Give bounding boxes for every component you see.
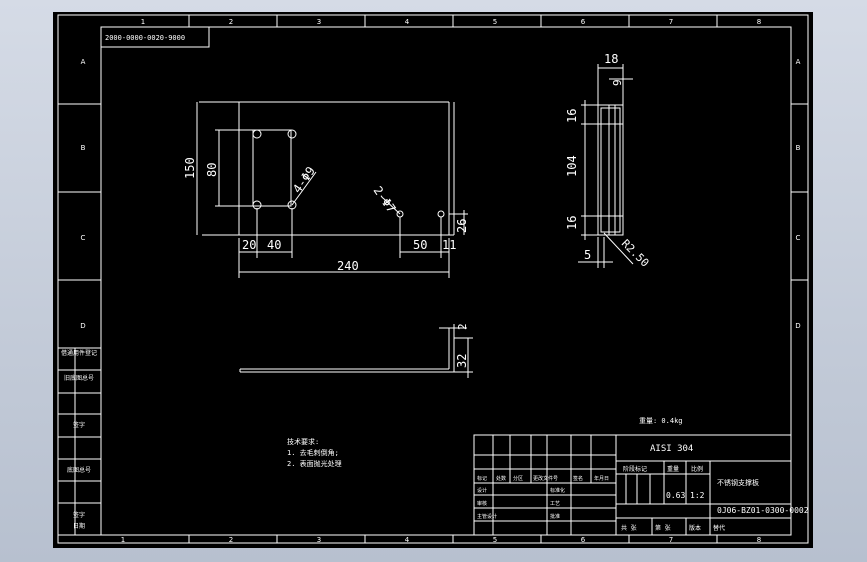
sheet-total: 共 张 [621, 524, 637, 532]
col-1-bottom: 1 [121, 536, 125, 544]
weight-note: 重量: 0.4kg [639, 417, 683, 425]
rev-header-1: 标记 [477, 475, 487, 482]
row-d-right: D [795, 322, 800, 330]
row-d: D [80, 322, 85, 330]
col-7: 7 [669, 18, 673, 26]
side-view: 18 9 16 104 16 5 R2.50 [565, 52, 651, 270]
row-b: B [81, 144, 86, 152]
row-b-right: B [796, 144, 801, 152]
dim-2: 2 [456, 323, 469, 330]
row-c-right: C [796, 234, 801, 242]
hole [252, 129, 262, 139]
zone-dividers [58, 15, 808, 543]
material: AISI 304 [650, 444, 693, 454]
hole [287, 129, 297, 139]
scale-value: 1:2 [690, 491, 705, 500]
col-3: 3 [317, 18, 321, 26]
dim-16-bottom: 16 [565, 216, 579, 230]
title-block-text: AISI 304 不锈钢支撑板 0J06-BZ01-0300-0002 0.63… [477, 444, 809, 532]
dim-104: 104 [565, 155, 579, 177]
col-7-bottom: 7 [669, 536, 673, 544]
col-6-bottom: 6 [581, 536, 586, 544]
col-5: 5 [493, 18, 497, 26]
notes-title: 技术要求: [287, 437, 319, 446]
dim-16-top: 16 [565, 109, 579, 123]
sign-row-mid-3: 批准 [550, 513, 560, 520]
rev-header-3: 分区 [513, 475, 523, 482]
col-1: 1 [141, 18, 145, 26]
row-labels: A B C D A B C D [80, 58, 800, 330]
dim-4-holes: 4-Φ9 [290, 164, 318, 196]
dim-11: 11 [442, 238, 456, 252]
sign-row-mid-1: 标准化 [550, 487, 565, 494]
drawing-sheet: 1 2 3 4 5 6 7 8 1 2 3 4 5 6 7 8 A B C D … [53, 12, 813, 548]
col-5-bottom: 5 [493, 536, 497, 544]
sign-row-2: 审核 [477, 500, 487, 507]
info-header-stage: 阶段标记 [623, 465, 647, 473]
col-6: 6 [581, 18, 586, 26]
col-4: 4 [405, 18, 410, 26]
rev-header-2: 处数 [496, 475, 506, 482]
dim-r250: R2.50 [619, 237, 652, 270]
dim-80: 80 [205, 163, 219, 177]
sign-row-mid-2: 工艺 [550, 501, 560, 507]
drawing-number: 0J06-BZ01-0300-0002 [717, 506, 809, 515]
sheet-number: 第 张 [655, 524, 671, 532]
strip-label-9: 日期 [73, 522, 85, 530]
slot-outline [252, 129, 292, 207]
rev-header-5: 签名 [573, 475, 583, 482]
dim-20: 20 [242, 238, 256, 252]
dim-2-holes: 2-Φ7 [371, 184, 399, 216]
col-2-bottom: 2 [229, 536, 233, 544]
info-header-weight: 重量 [667, 465, 679, 473]
sign-row-1: 设计 [477, 487, 487, 494]
col-2: 2 [229, 18, 233, 26]
strip-label-2: 旧底图总号 [64, 374, 94, 382]
row-a: A [81, 58, 86, 66]
strip-label-6: 底图总号 [67, 466, 91, 474]
drawing-number-box-text: 2000-0000-0020-9000 [105, 34, 185, 42]
dim-26: 26 [455, 219, 469, 233]
rev-header-4: 更改文件号 [533, 475, 558, 482]
outer-frame [57, 14, 809, 544]
dim-18: 18 [604, 52, 618, 66]
hole [252, 200, 262, 210]
replaces: 替代 [713, 524, 725, 532]
strip-label-1: 借通用件登记 [61, 349, 97, 357]
column-labels: 1 2 3 4 5 6 7 8 1 2 3 4 5 6 7 8 [121, 18, 761, 544]
sign-row-3: 主管设计 [477, 513, 497, 520]
dim-32: 32 [455, 354, 469, 368]
col-8: 8 [757, 18, 761, 26]
part-name: 不锈钢支撑板 [717, 478, 759, 487]
version: 版本 [689, 524, 701, 532]
dim-240: 240 [337, 259, 359, 273]
front-view: 150 80 4-Φ9 2-Φ7 20 40 50 11 26 240 [183, 101, 469, 278]
bottom-view: 2 32 [239, 323, 473, 378]
col-4-bottom: 4 [405, 536, 410, 544]
info-header-scale: 比例 [691, 465, 703, 473]
col-3-bottom: 3 [317, 536, 321, 544]
notes-item-2: 2. 表面抛光处理 [287, 459, 342, 468]
dim-9: 9 [611, 79, 624, 86]
dim-5: 5 [584, 248, 591, 262]
inner-frame [100, 26, 792, 536]
strip-label-4: 签字 [73, 421, 85, 429]
hole [437, 210, 445, 218]
row-a-right: A [796, 58, 801, 66]
rev-header-6: 年月日 [594, 475, 609, 482]
dim-150: 150 [183, 157, 197, 179]
row-c: C [81, 234, 86, 242]
title-block [473, 434, 792, 536]
strip-label-8: 签字 [73, 511, 85, 519]
notes-item-1: 1. 去毛刺倒角; [287, 448, 339, 457]
left-signature-strip: 借通用件登记 旧底图总号 签字 底图总号 签字 日期 [57, 347, 102, 536]
drawing-number-box [100, 26, 210, 48]
cad-drawing-canvas: 1 2 3 4 5 6 7 8 1 2 3 4 5 6 7 8 A B C D … [57, 14, 809, 544]
col-8-bottom: 8 [757, 536, 761, 544]
dim-50: 50 [413, 238, 427, 252]
technical-notes: 技术要求: 1. 去毛刺倒角; 2. 表面抛光处理 [287, 437, 342, 468]
weight-value: 0.63 [666, 491, 685, 500]
dim-40: 40 [267, 238, 281, 252]
